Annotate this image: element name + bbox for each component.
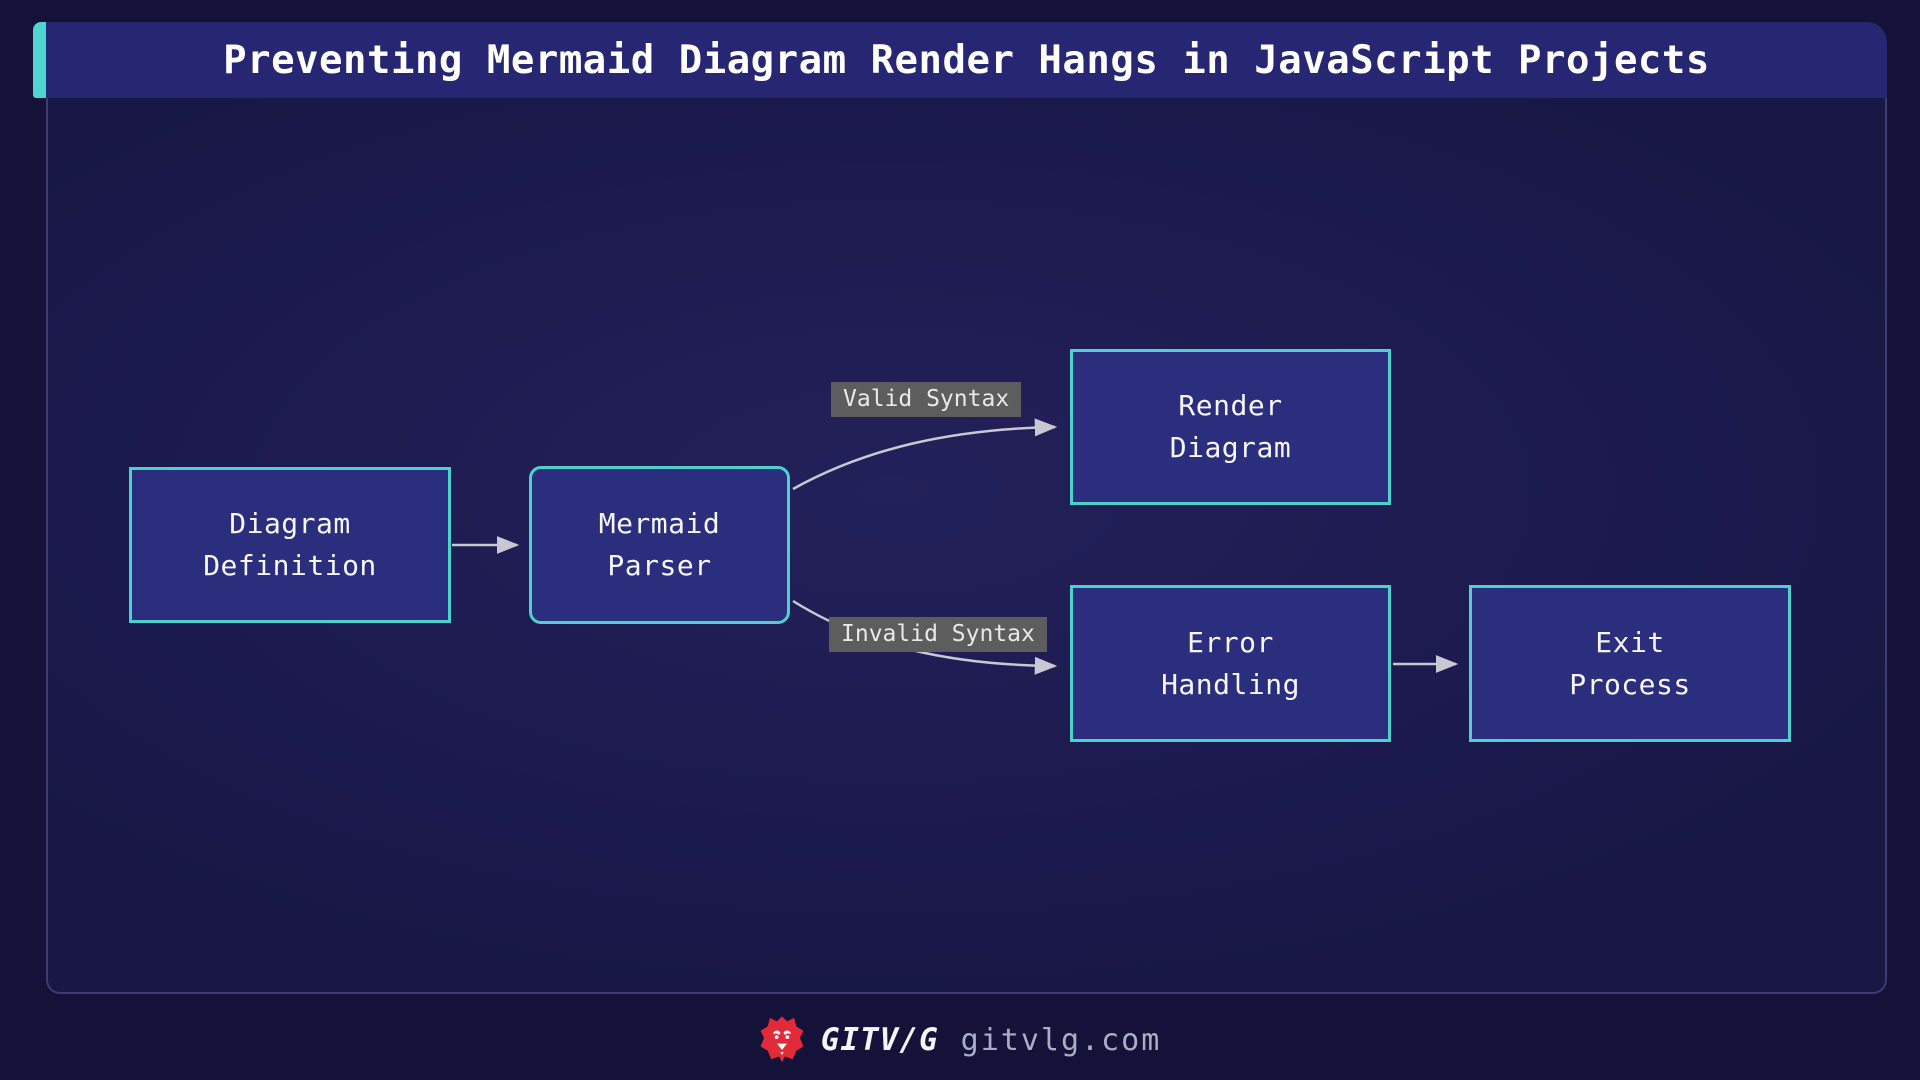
node-diagram-definition: Diagram Definition — [129, 467, 451, 623]
node-label-line: Mermaid — [598, 507, 721, 540]
node-render-diagram: Render Diagram — [1070, 349, 1391, 505]
edge-label-valid-syntax: Valid Syntax — [831, 382, 1022, 417]
brand-name: GITV/G — [820, 1022, 939, 1058]
node-label-line: Definition — [203, 549, 377, 582]
header-bar: Preventing Mermaid Diagram Render Hangs … — [46, 22, 1887, 98]
node-label-line: Render — [1178, 389, 1283, 422]
lion-icon — [760, 1016, 804, 1063]
node-label-line: Error — [1187, 625, 1274, 659]
node-label-line: Process — [1569, 667, 1691, 701]
node-label-line: Handling — [1161, 667, 1300, 701]
node-label-line: Diagram — [1169, 431, 1292, 464]
node-label-line: Diagram — [229, 507, 351, 540]
footer: GITV/G gitvlg.com — [0, 1006, 1920, 1074]
page-title: Preventing Mermaid Diagram Render Hangs … — [223, 37, 1710, 83]
node-label-line: Parser — [607, 549, 712, 582]
node-label-line: Exit — [1595, 625, 1665, 659]
edge-label-invalid-syntax: Invalid Syntax — [829, 617, 1047, 652]
header: Preventing Mermaid Diagram Render Hangs … — [33, 22, 1887, 98]
node-mermaid-parser: Mermaid Parser — [529, 466, 790, 624]
header-accent-bar — [33, 22, 46, 98]
site-url: gitvlg.com — [960, 1022, 1162, 1058]
node-exit-process: Exit Process — [1469, 585, 1791, 742]
node-error-handling: Error Handling — [1070, 585, 1391, 742]
